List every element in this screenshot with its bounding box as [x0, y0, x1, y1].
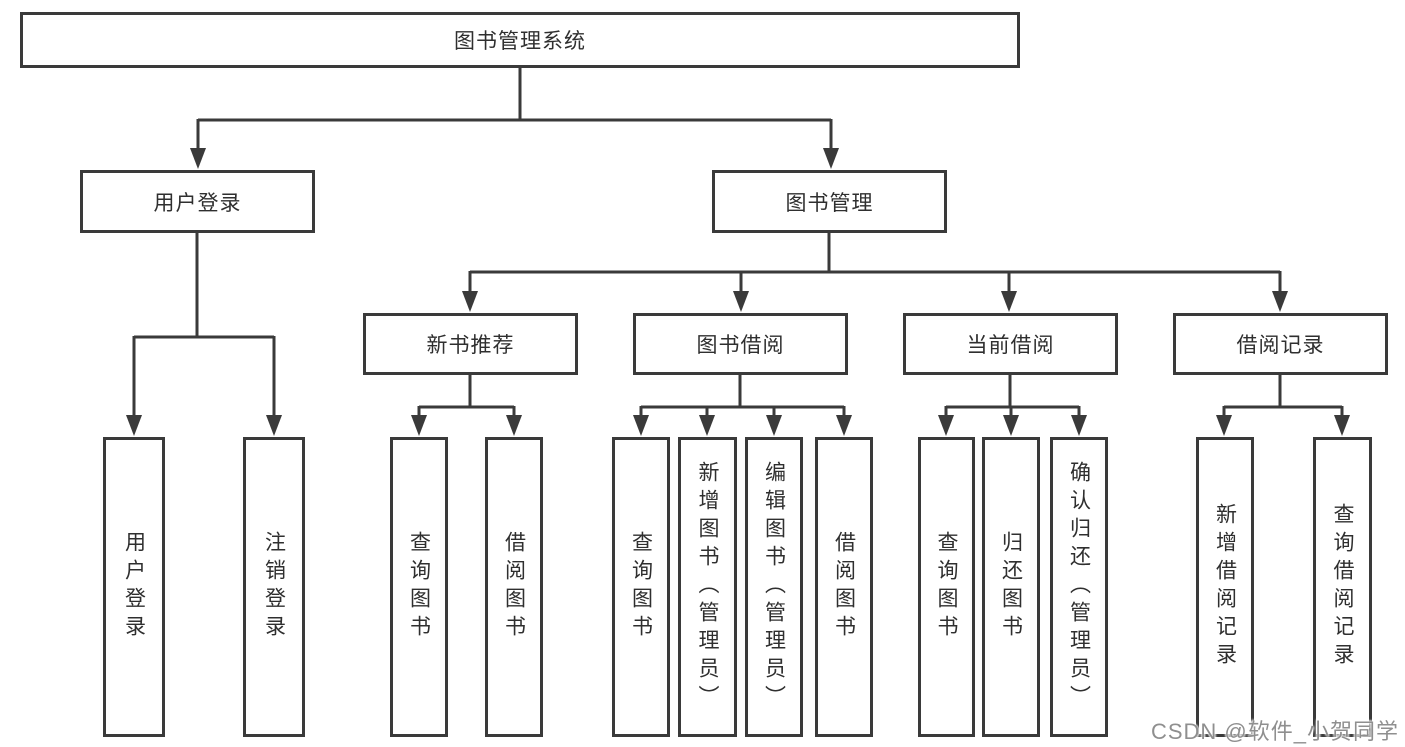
leaf-search-borrow-record: 查询借阅记录	[1313, 437, 1372, 737]
node-book-borrowing: 图书借阅	[633, 313, 848, 375]
leaf-edit-books-admin: 编辑图书（管理员）	[745, 437, 803, 737]
leaf-confirm-return-admin: 确认归还（管理员）	[1050, 437, 1108, 737]
leaf-borrow-books: 借阅图书	[815, 437, 873, 737]
leaf-search-books-current: 查询图书	[918, 437, 975, 737]
leaf-search-books-recommend: 查询图书	[390, 437, 448, 737]
node-user-login: 用户登录	[80, 170, 315, 233]
leaf-borrow-books-recommend: 借阅图书	[485, 437, 543, 737]
leaf-add-borrow-record: 新增借阅记录	[1196, 437, 1254, 737]
node-current-borrowing: 当前借阅	[903, 313, 1118, 375]
leaf-user-login: 用户登录	[103, 437, 165, 737]
node-library-system: 图书管理系统	[20, 12, 1020, 68]
leaf-logout: 注销登录	[243, 437, 305, 737]
leaf-return-books: 归还图书	[982, 437, 1040, 737]
leaf-add-books-admin: 新增图书（管理员）	[678, 437, 737, 737]
watermark: CSDN @软件_小贺同学	[1150, 719, 1399, 744]
node-book-management: 图书管理	[712, 170, 947, 233]
node-borrowing-records: 借阅记录	[1173, 313, 1388, 375]
leaf-search-books-borrowing: 查询图书	[612, 437, 670, 737]
node-new-book-recommend: 新书推荐	[363, 313, 578, 375]
